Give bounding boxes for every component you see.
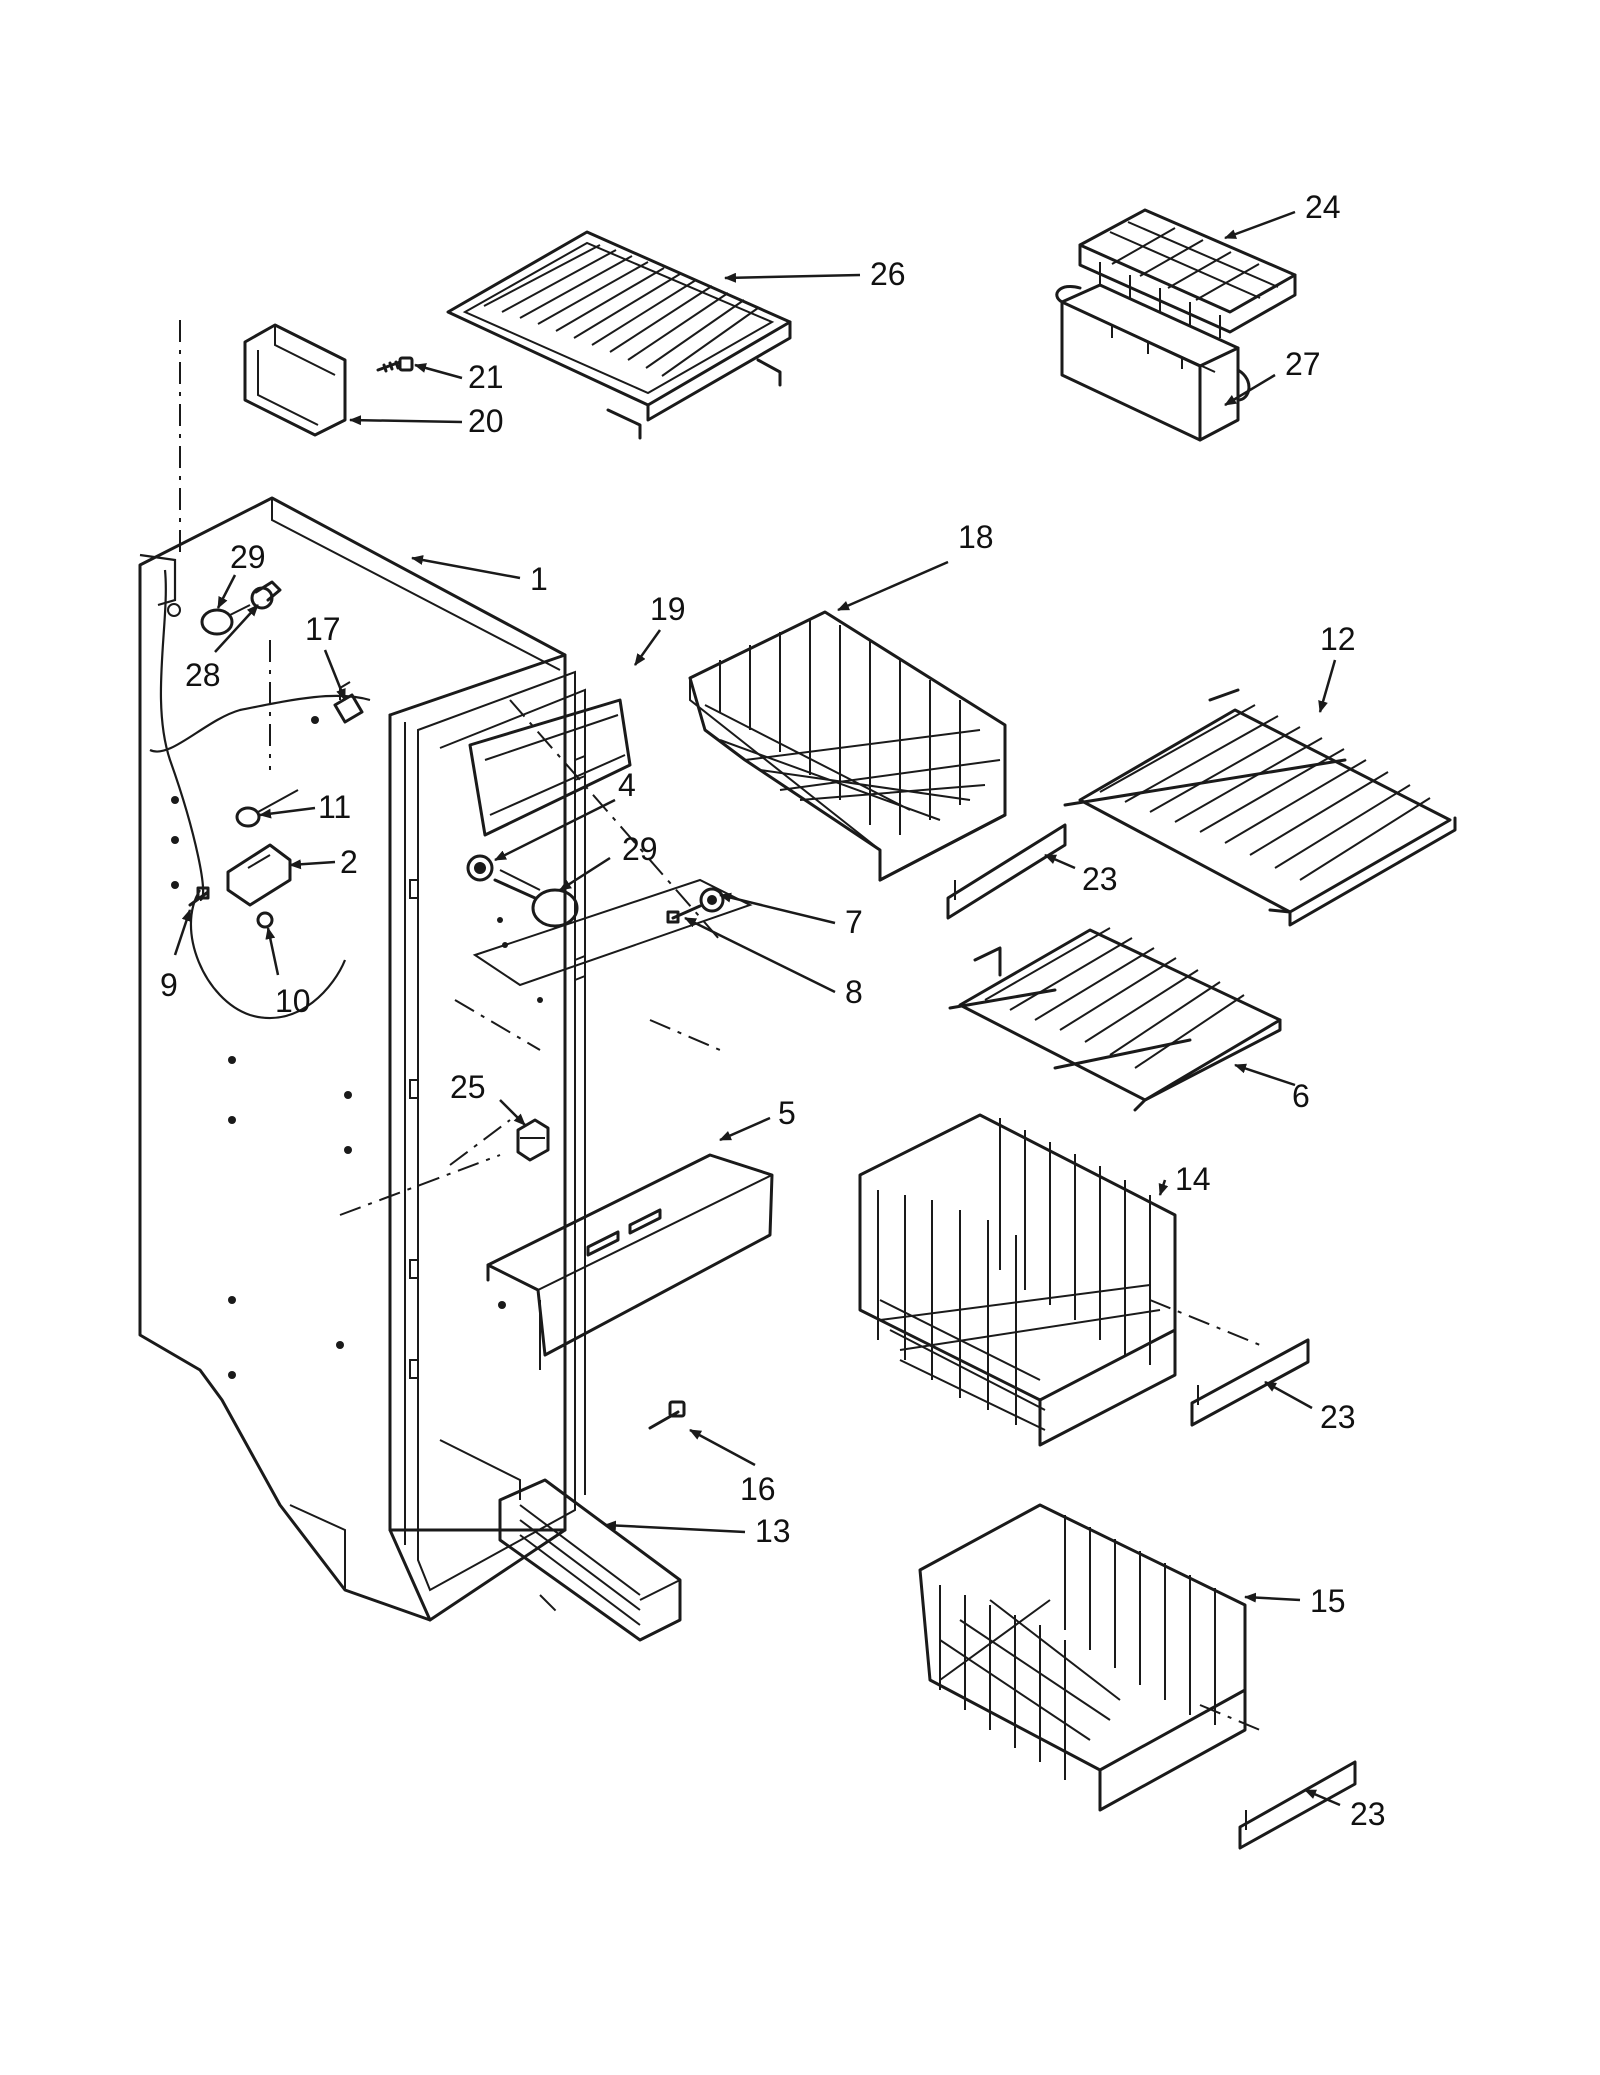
grille-part-13 bbox=[498, 1478, 682, 1642]
callout-4: 4 bbox=[618, 767, 636, 803]
callout-23-a: 23 bbox=[1082, 861, 1118, 897]
callout-23-c: 23 bbox=[1350, 1796, 1386, 1832]
light-shield-part-19 bbox=[468, 698, 632, 837]
basket-part-18 bbox=[688, 610, 1007, 882]
callout-25: 25 bbox=[450, 1069, 486, 1105]
callout-2: 2 bbox=[340, 844, 358, 880]
screw-part-10 bbox=[256, 911, 274, 929]
screw-part-16 bbox=[648, 1400, 686, 1430]
rail-part-23-a bbox=[946, 823, 1067, 920]
screw-part-7 bbox=[699, 887, 725, 913]
callout-14: 14 bbox=[1175, 1161, 1211, 1197]
screw-part-21 bbox=[376, 356, 414, 373]
callout-23-b: 23 bbox=[1320, 1399, 1356, 1435]
callout-10: 10 bbox=[275, 983, 311, 1019]
light-socket-part-28 bbox=[250, 580, 282, 610]
callout-20: 20 bbox=[468, 403, 504, 439]
screw-part-8 bbox=[666, 904, 702, 924]
rail-part-23-c bbox=[1238, 1760, 1357, 1850]
assembly-lines bbox=[179, 320, 1261, 1731]
cover-plate bbox=[472, 878, 753, 987]
knob-part-11 bbox=[235, 789, 299, 828]
callout-16: 16 bbox=[740, 1471, 776, 1507]
wire-shelf-part-12 bbox=[1063, 688, 1457, 927]
vent-cover-part-5 bbox=[486, 1153, 774, 1370]
callout-1: 1 bbox=[530, 561, 548, 597]
callout-15: 15 bbox=[1310, 1583, 1346, 1619]
callout-13: 13 bbox=[755, 1513, 791, 1549]
callout-9: 9 bbox=[160, 967, 178, 1003]
callout-7: 7 bbox=[845, 904, 863, 940]
callout-11: 11 bbox=[318, 789, 351, 825]
callout-5: 5 bbox=[778, 1095, 796, 1131]
bracket-part-20 bbox=[243, 323, 347, 437]
leader-arrows bbox=[173, 210, 1341, 1807]
basket-part-14 bbox=[858, 1113, 1177, 1447]
callout-18: 18 bbox=[958, 519, 994, 555]
wire-shelf-part-6 bbox=[948, 927, 1282, 1112]
ice-bin-part-27 bbox=[1055, 283, 1251, 442]
callout-12: 12 bbox=[1320, 621, 1356, 657]
ice-tray-part-24 bbox=[1078, 208, 1297, 338]
callout-29-b: 29 bbox=[622, 831, 658, 867]
callout-28: 28 bbox=[185, 657, 221, 693]
callout-26: 26 bbox=[870, 256, 906, 292]
light-bulb-part-29-a bbox=[200, 604, 251, 636]
freezer-liner bbox=[138, 496, 586, 1622]
callout-21: 21 bbox=[468, 359, 504, 395]
callout-29-a: 29 bbox=[230, 539, 266, 575]
basket-part-15 bbox=[918, 1503, 1247, 1812]
rail-part-23-b bbox=[1190, 1338, 1310, 1427]
light-bulb-part-29-b bbox=[493, 869, 579, 928]
callout-labels: 1 2 4 5 6 7 8 9 10 11 12 13 14 15 16 17 … bbox=[160, 189, 1386, 1832]
callout-27: 27 bbox=[1285, 346, 1321, 382]
callout-24: 24 bbox=[1305, 189, 1341, 225]
callout-6: 6 bbox=[1292, 1078, 1310, 1114]
screw-part-9 bbox=[188, 886, 210, 907]
callout-17: 17 bbox=[305, 611, 341, 647]
switch-part-25 bbox=[516, 1118, 550, 1162]
shelf-part-26 bbox=[446, 230, 792, 440]
callout-8: 8 bbox=[845, 974, 863, 1010]
light-socket-part-4 bbox=[466, 854, 494, 882]
thermostat-part-2 bbox=[226, 843, 292, 907]
callout-19: 19 bbox=[650, 591, 686, 627]
